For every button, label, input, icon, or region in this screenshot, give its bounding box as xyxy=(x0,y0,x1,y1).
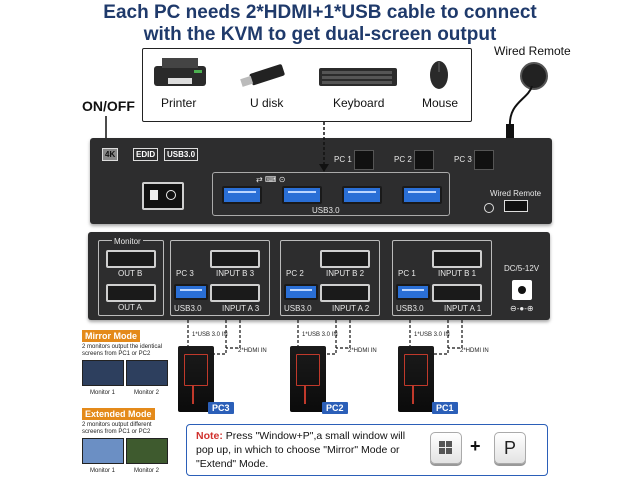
peripheral-label-keyboard: Keyboard xyxy=(333,96,385,110)
input-a1-hdmi-port[interactable] xyxy=(432,284,482,302)
input-a3-hdmi-port[interactable] xyxy=(210,284,260,302)
note-box xyxy=(186,424,548,476)
front-usb-port-3[interactable] xyxy=(342,186,382,204)
pc3-button-label: PC 3 xyxy=(454,155,472,164)
input-a2-label: INPUT A 2 xyxy=(332,304,370,313)
peripheral-label-mouse: Mouse xyxy=(422,96,459,110)
input-b1-hdmi-port[interactable] xyxy=(432,250,482,268)
wired-remote-icon[interactable] xyxy=(520,62,548,90)
front-usb-label: USB3.0 xyxy=(312,206,340,215)
pc2-usb-cable-label: 1*USB 3.0 IN xyxy=(302,332,338,338)
front-usb-port-4[interactable] xyxy=(402,186,442,204)
note-prefix: Note: xyxy=(196,430,223,442)
pc3-select-button[interactable] xyxy=(474,150,494,170)
badge-4k: 4K xyxy=(102,148,119,161)
p-key: P xyxy=(494,432,526,464)
extended-monitor-1-image xyxy=(82,438,124,464)
badge-edid: EDID xyxy=(133,148,159,161)
pc3-tag: PC3 xyxy=(208,402,234,414)
pc1-usb-port[interactable] xyxy=(396,284,430,300)
out-a-hdmi-port[interactable] xyxy=(106,284,156,302)
pc3-usb-cable-label: 1*USB 3.0 IN xyxy=(192,332,228,338)
pc3-group-label: PC 3 xyxy=(176,269,194,278)
pc2-group-label: PC 2 xyxy=(286,269,304,278)
input-a2-hdmi-port[interactable] xyxy=(320,284,370,302)
on-off-label: ON/OFF xyxy=(82,98,135,114)
mirror-mode-title: Mirror Mode xyxy=(82,330,141,342)
extended-monitor-2-label: Monitor 2 xyxy=(134,468,160,474)
front-usb-port-1[interactable] xyxy=(222,186,262,204)
remote-port[interactable] xyxy=(504,200,528,212)
pc2-port-group xyxy=(280,240,380,316)
pc1-select-button[interactable] xyxy=(354,150,374,170)
power-switch[interactable] xyxy=(142,182,184,210)
extended-mode-title: Extended Mode xyxy=(82,408,155,420)
pc3-tower-icon xyxy=(178,346,214,412)
out-b-hdmi-port[interactable] xyxy=(106,250,156,268)
mirror-monitor-2-image xyxy=(126,360,168,386)
dc-label: DC/5-12V xyxy=(504,264,540,273)
input-b1-label: INPUT B 1 xyxy=(438,269,477,278)
kvm-back-panel xyxy=(88,232,550,320)
pc2-hdmi-cable-label: 2*HDMI IN xyxy=(348,348,377,354)
pc1-group-label: PC 1 xyxy=(398,269,416,278)
pc2-usb-port[interactable] xyxy=(284,284,318,300)
pc2-button-label: PC 2 xyxy=(394,155,412,164)
input-b3-hdmi-port[interactable] xyxy=(210,250,260,268)
pc3-port-group xyxy=(170,240,270,316)
extended-mode-desc: 2 monitors output different screens from… xyxy=(82,422,152,435)
input-b3-label: INPUT B 3 xyxy=(216,269,255,278)
cable-lines xyxy=(187,320,463,355)
monitor-label: Monitor xyxy=(112,237,143,246)
out-b-label: OUT B xyxy=(118,269,143,278)
pc3-hdmi-cable-label: 2*HDMI IN xyxy=(238,348,267,354)
mirror-monitor-2-label: Monitor 2 xyxy=(134,390,160,396)
extended-monitor-1-label: Monitor 1 xyxy=(90,468,116,474)
note-body: Press "Window+P",a small window will pop… xyxy=(196,430,406,470)
u-disk-icon xyxy=(236,62,290,88)
pc2-tag: PC2 xyxy=(322,402,348,414)
usb-symbol-icons: ⇄ ⌨ ⊙ xyxy=(256,175,286,184)
pc1-tag: PC1 xyxy=(432,402,458,414)
dc-polarity-icon: ⊖-●-⊕ xyxy=(510,304,534,313)
peripheral-label-u-disk: U disk xyxy=(250,96,284,110)
pc1-button-label: PC 1 xyxy=(334,155,352,164)
pc1-usb-label: USB3.0 xyxy=(396,304,424,313)
out-a-label: OUT A xyxy=(118,303,142,312)
peripheral-label-printer: Printer xyxy=(161,96,197,110)
pc3-usb-port[interactable] xyxy=(174,284,208,300)
headline-line1: Each PC needs 2*HDMI+1*USB cable to conn… xyxy=(103,2,537,23)
input-b2-label: INPUT B 2 xyxy=(326,269,365,278)
plus-sign: + xyxy=(470,436,481,456)
input-a1-label: INPUT A 1 xyxy=(444,304,482,313)
pc2-tower-icon xyxy=(290,346,326,412)
headline-line2: with the KVM to get dual-screen output xyxy=(143,24,497,45)
pc1-tower-icon xyxy=(398,346,434,412)
pc1-port-group xyxy=(392,240,492,316)
extended-monitor-2-image xyxy=(126,438,168,464)
input-b2-hdmi-port[interactable] xyxy=(320,250,370,268)
printer-icon xyxy=(150,56,210,90)
pc2-usb-label: USB3.0 xyxy=(284,304,312,313)
keyboard-icon xyxy=(318,64,398,88)
mouse-icon xyxy=(428,58,450,90)
pc3-usb-label: USB3.0 xyxy=(174,304,202,313)
wired-remote-label: Wired Remote xyxy=(494,44,571,58)
mirror-mode-desc: 2 monitors output the identical screens … xyxy=(82,344,163,357)
note-text-block: Note: Press "Window+P",a small window wi… xyxy=(196,429,420,471)
pc1-usb-cable-label: 1*USB 3.0 IN xyxy=(414,332,450,338)
mirror-monitor-1-image xyxy=(82,360,124,386)
badge-usb30: USB3.0 xyxy=(164,148,199,161)
remote-port-dc-icon xyxy=(484,203,494,213)
input-a3-label: INPUT A 3 xyxy=(222,304,260,313)
front-usb-group xyxy=(212,172,450,216)
pc2-select-button[interactable] xyxy=(414,150,434,170)
remote-port-label: Wired Remote xyxy=(490,189,542,198)
front-usb-port-2[interactable] xyxy=(282,186,322,204)
mirror-monitor-1-label: Monitor 1 xyxy=(90,390,116,396)
dc-power-port[interactable] xyxy=(512,280,532,300)
usb-arrow xyxy=(319,122,329,172)
windows-key-icon xyxy=(430,432,462,464)
pc1-hdmi-cable-label: 2*HDMI IN xyxy=(460,348,489,354)
